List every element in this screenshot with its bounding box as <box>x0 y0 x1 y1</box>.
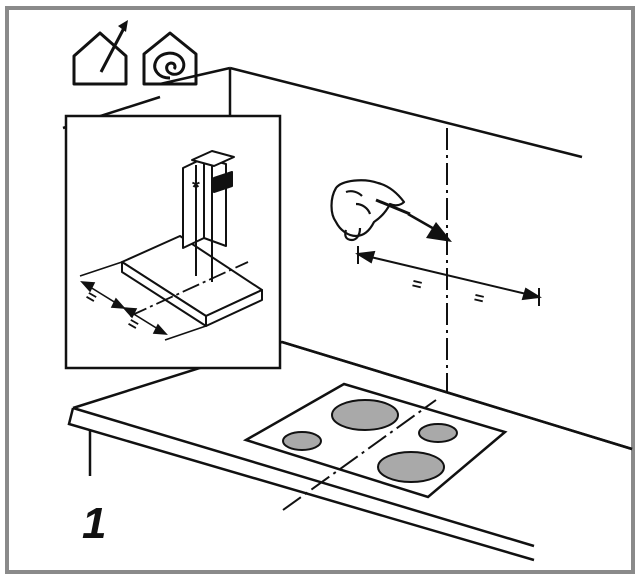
wall-dimension <box>355 246 542 306</box>
countertop <box>67 340 633 562</box>
hob-centre-line <box>282 399 437 511</box>
mark-arrow <box>407 212 452 242</box>
burner-large-front <box>377 451 445 483</box>
step-number: 1 <box>82 499 107 548</box>
ducted-extraction-icon <box>72 20 128 86</box>
hand-marking-icon <box>330 179 411 242</box>
inset-centre-line <box>129 261 249 317</box>
burner-small-right <box>418 423 458 443</box>
wall-equal-mark-left: = <box>410 274 424 295</box>
inset-asterisk: * <box>192 177 200 199</box>
recirculation-icon <box>142 31 198 86</box>
burner-small-left <box>282 431 322 451</box>
inset-dimension <box>79 261 207 341</box>
burner-large-back <box>331 399 399 431</box>
inset-hood <box>121 150 263 327</box>
wall-equal-mark-right: = <box>472 288 486 309</box>
hob <box>242 382 508 499</box>
